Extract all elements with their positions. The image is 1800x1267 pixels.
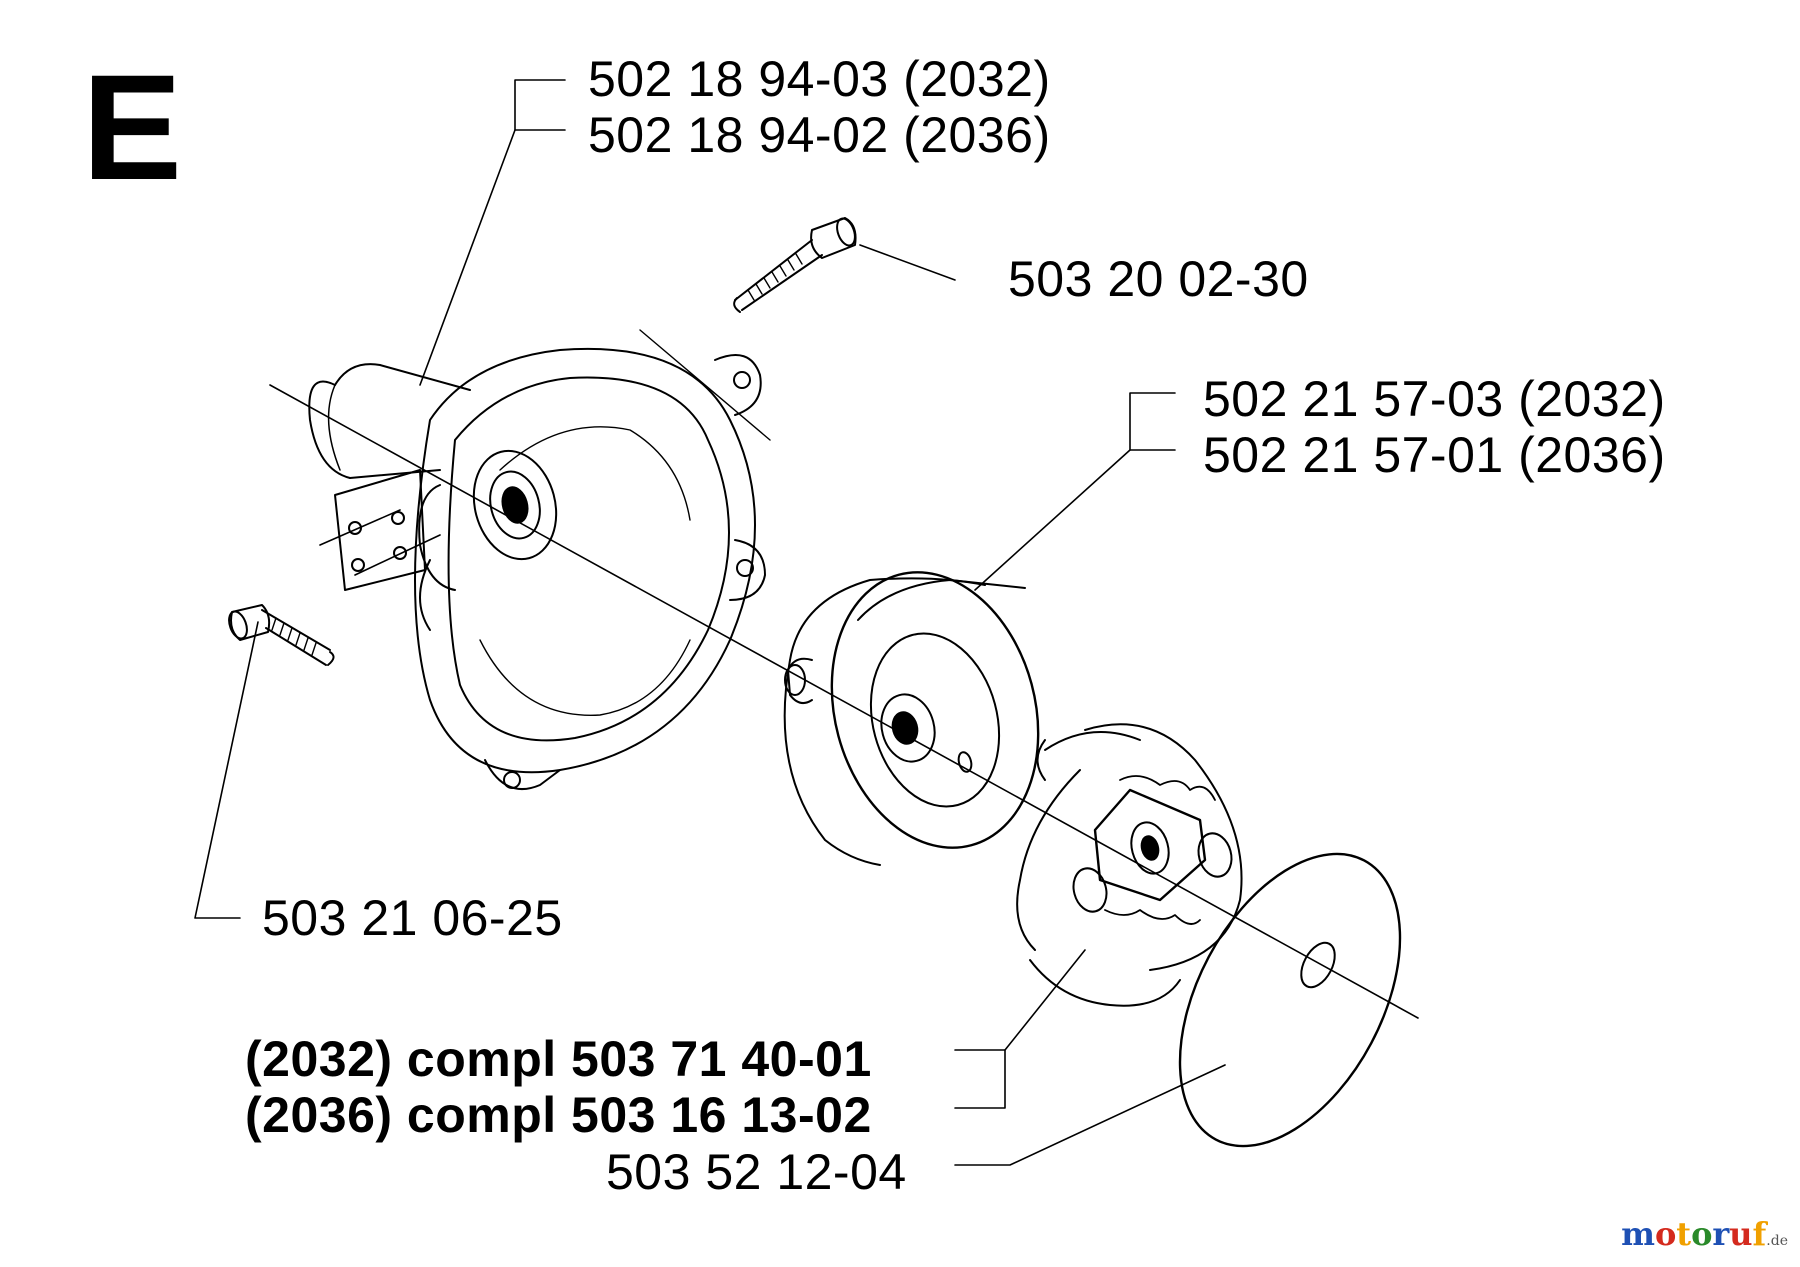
part-number-drum-2032: 502 21 57-03 (2032) (1203, 371, 1666, 427)
watermark-tld: .de (1766, 1233, 1788, 1249)
clutch-housing-part (308, 347, 766, 790)
watermark-letter: t (1676, 1215, 1692, 1253)
leader-lines (194, 79, 1226, 1166)
watermark-letter: u (1729, 1215, 1753, 1253)
watermark-letter: m (1621, 1215, 1655, 1253)
part-number-clutch-2032: (2032) compl 503 71 40-01 (245, 1031, 872, 1087)
section-letter: E (82, 43, 183, 211)
bottom-screw-part (228, 604, 335, 666)
watermark-logo: motoruf.de (1621, 1215, 1788, 1253)
clutch-drum-part (783, 571, 1040, 866)
part-number-washer: 503 52 12-04 (606, 1144, 907, 1200)
part-number-screw-top: 503 20 02-30 (1008, 251, 1309, 307)
part-number-housing-2036: 502 18 94-02 (2036) (588, 107, 1051, 163)
part-number-housing-2032: 502 18 94-03 (2032) (588, 51, 1051, 107)
part-number-clutch-2036: (2036) compl 503 16 13-02 (245, 1087, 872, 1143)
watermark-letter: r (1712, 1215, 1730, 1253)
watermark-letter: o (1654, 1215, 1677, 1253)
part-number-drum-2036: 502 21 57-01 (2036) (1203, 427, 1666, 483)
washer-part (1178, 852, 1402, 1148)
clutch-shoes-part (1016, 723, 1243, 1007)
watermark-letter: o (1691, 1215, 1713, 1253)
top-screw-part (733, 217, 857, 313)
part-number-screw-bottom: 503 21 06-25 (262, 890, 563, 946)
watermark-letter: f (1752, 1215, 1767, 1253)
